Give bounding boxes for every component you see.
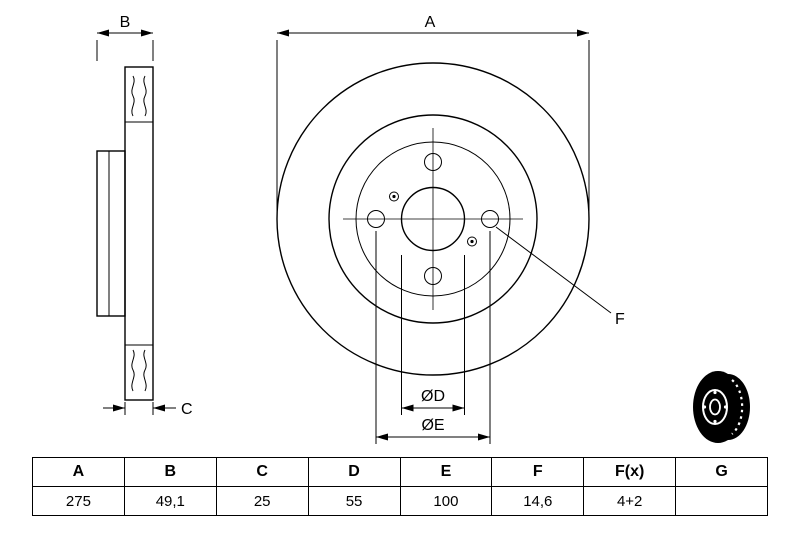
value-a: 275 [32, 486, 125, 516]
dim-d-label: ØD [421, 388, 445, 405]
vent-hatch [131, 75, 135, 117]
front-view [276, 62, 590, 376]
outer-diameter-circle [276, 62, 590, 376]
header-a: A [32, 457, 125, 487]
vent-slots [731, 379, 744, 435]
header-c: C [215, 457, 309, 487]
value-c: 25 [215, 486, 309, 516]
dim-a-label: A [425, 14, 436, 31]
header-b: B [123, 457, 217, 487]
dim-b-label: B [120, 14, 131, 31]
value-g [675, 486, 768, 516]
callout-f: F [495, 226, 625, 328]
vent-hatch [143, 75, 147, 117]
header-fx: F(x) [583, 457, 677, 487]
dim-f-label: F [615, 311, 625, 328]
header-g: G [675, 457, 768, 487]
value-e: 100 [399, 486, 493, 516]
pin-hole [389, 191, 399, 202]
dimension-a: A [276, 14, 590, 211]
brake-disc-photo-icon [693, 371, 750, 443]
table-value-row: 275 49,1 25 55 100 14,6 4+2 [32, 486, 768, 516]
table-header-row: A B C D E F F(x) G [32, 457, 768, 487]
dimension-b: B [96, 14, 154, 61]
side-view [96, 66, 154, 401]
friction-ring-outline [124, 66, 154, 401]
dim-e-label: ØE [421, 417, 444, 434]
pin-hole [467, 236, 477, 247]
header-d: D [307, 457, 401, 487]
header-f: F [491, 457, 585, 487]
dimension-c: C [103, 401, 193, 418]
center-bore [709, 398, 721, 416]
value-b: 49,1 [123, 486, 217, 516]
dimension-e: ØE [375, 231, 491, 444]
leader-line [495, 226, 612, 314]
technical-drawing: B C [96, 14, 750, 444]
value-f: 14,6 [491, 486, 585, 516]
value-d: 55 [307, 486, 401, 516]
friction-surface-inner-circle [328, 114, 538, 324]
header-e: E [399, 457, 493, 487]
pin-hole-center [392, 194, 396, 199]
vent-hatch [131, 349, 135, 392]
vent-hatch [143, 349, 147, 392]
dimension-d: ØD [401, 255, 465, 415]
dimensions-table: A B C D E F F(x) G 275 49,1 25 55 100 14… [32, 457, 768, 516]
hat-outline [96, 150, 126, 317]
value-fx: 4+2 [583, 486, 677, 516]
dim-c-label: C [181, 401, 193, 418]
pin-hole-center [470, 239, 474, 244]
